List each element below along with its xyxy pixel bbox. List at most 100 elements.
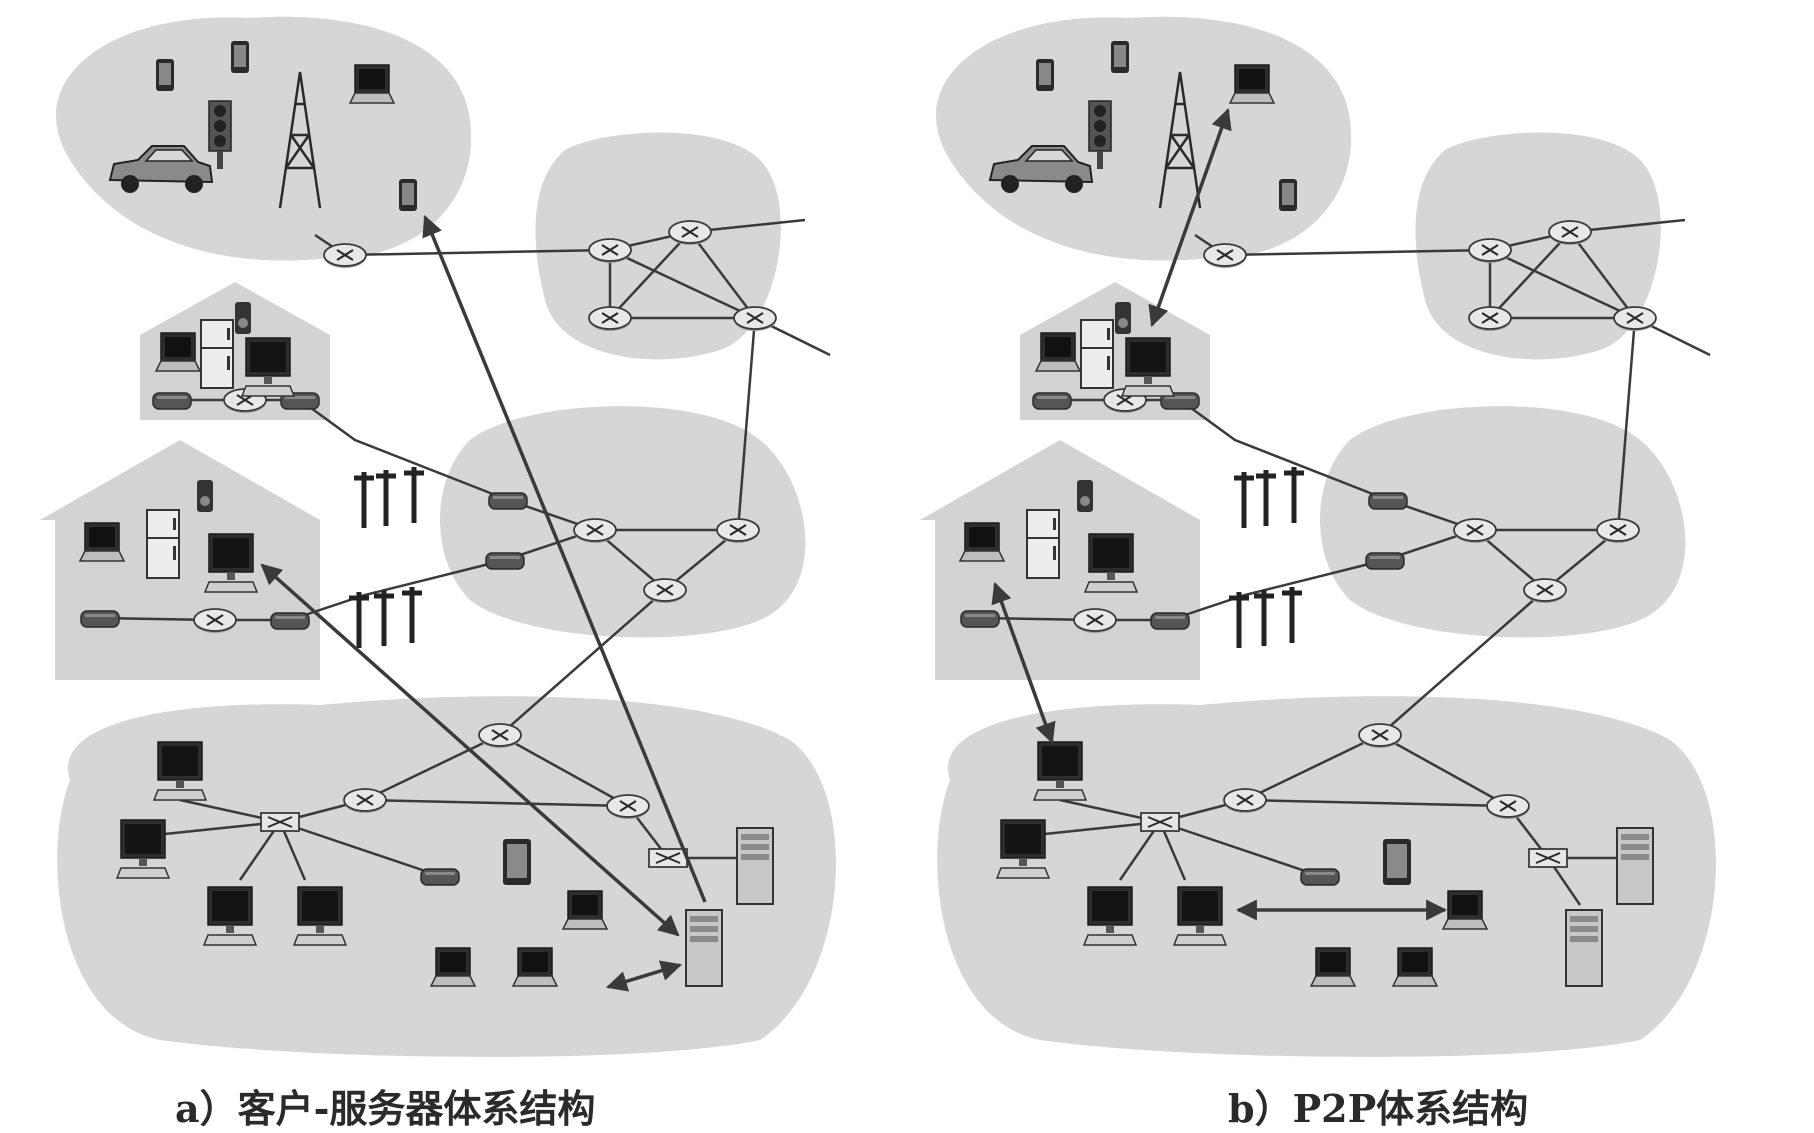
laptop-icon <box>349 64 395 104</box>
laptop-icon <box>562 890 608 930</box>
p2p-architecture <box>920 16 1716 1057</box>
router-icon <box>1612 305 1658 333</box>
router-icon <box>1222 787 1268 815</box>
laptop-icon <box>430 947 476 987</box>
router-icon <box>1547 219 1593 247</box>
switch-icon <box>260 812 300 832</box>
smartphone-icon <box>231 41 249 73</box>
smart-fridge-icon <box>200 319 234 389</box>
modem-icon <box>152 392 192 410</box>
laptop-icon <box>512 947 558 987</box>
router-icon <box>587 305 633 333</box>
peer-to-peer-arrows <box>991 108 1448 921</box>
smartphone-icon <box>1279 179 1297 211</box>
router-icon <box>477 722 523 750</box>
server-icon <box>736 827 774 905</box>
desktop-icon <box>996 819 1050 879</box>
utility-pole <box>374 590 394 646</box>
utility-pole <box>1234 472 1254 528</box>
desktop-icon <box>293 886 347 946</box>
desktop-icon <box>1083 886 1137 946</box>
client-server-architecture <box>40 16 836 1057</box>
utility-pole <box>354 472 374 528</box>
utility-pole <box>402 587 422 643</box>
switch-icon <box>1140 812 1180 832</box>
modem-icon <box>488 492 528 510</box>
smartphone-icon <box>1036 59 1054 91</box>
smartphone-icon <box>156 59 174 91</box>
laptop-icon <box>155 332 201 372</box>
caption-p2p: b）P2P体系结构 <box>1228 1086 1529 1131</box>
router-icon <box>1357 722 1403 750</box>
thermostat-icon <box>1077 480 1093 512</box>
desktop-icon <box>153 741 207 801</box>
tablet-icon <box>503 839 531 885</box>
laptop-icon <box>1392 947 1438 987</box>
router-icon <box>1467 305 1513 333</box>
utility-pole <box>404 467 424 523</box>
wireless-ap-icon <box>420 868 460 886</box>
smart-fridge-icon <box>1026 509 1060 579</box>
switch-icon <box>1528 848 1568 868</box>
utility-pole <box>1256 470 1276 526</box>
modem-icon <box>1365 552 1405 570</box>
client-server-arrows <box>260 215 707 992</box>
desktop-icon <box>1121 337 1175 397</box>
modem-icon <box>270 612 310 630</box>
wireless-ap-icon <box>1300 868 1340 886</box>
laptop-icon <box>1442 890 1488 930</box>
utility-pole <box>1229 592 1249 648</box>
tablet-icon <box>1383 839 1411 885</box>
router-icon <box>732 305 778 333</box>
modem-icon <box>1032 392 1072 410</box>
router-icon <box>1595 517 1641 545</box>
desktop-icon <box>1084 533 1138 593</box>
smart-fridge-icon <box>1080 319 1114 389</box>
laptop-icon <box>1035 332 1081 372</box>
home-router-icon <box>192 607 238 635</box>
router-icon <box>642 577 688 605</box>
smartphone-icon <box>1111 41 1129 73</box>
regional-isp-cloud <box>1320 406 1686 638</box>
utility-pole <box>1254 590 1274 646</box>
router-icon <box>605 793 651 821</box>
router-icon <box>572 517 618 545</box>
switch-icon <box>648 848 688 868</box>
desktop-icon <box>241 337 295 397</box>
laptop-icon <box>1310 947 1356 987</box>
server-icon <box>685 909 723 987</box>
home-router-icon <box>1072 607 1118 635</box>
laptop-icon <box>79 522 125 562</box>
router-icon <box>1452 517 1498 545</box>
smart-fridge-icon <box>146 509 180 579</box>
utility-pole <box>349 592 369 648</box>
smartphone-icon <box>399 179 417 211</box>
router-icon <box>342 787 388 815</box>
modem-icon <box>485 552 525 570</box>
thermostat-icon <box>235 302 251 334</box>
thermostat-icon <box>1115 302 1131 334</box>
laptop-icon <box>959 522 1005 562</box>
modem-icon <box>80 610 120 628</box>
modem-icon <box>1368 492 1408 510</box>
router-icon <box>1467 237 1513 265</box>
modem-icon <box>1150 612 1190 630</box>
modem-icon <box>960 610 1000 628</box>
caption-client-server: a）客户-服务器体系结构 <box>175 1086 596 1131</box>
server-icon <box>1565 909 1603 987</box>
router-icon <box>1522 577 1568 605</box>
utility-pole <box>1282 587 1302 643</box>
wireless-network-cloud <box>936 16 1352 261</box>
wireless-network-cloud <box>56 16 472 261</box>
desktop-icon <box>203 886 257 946</box>
router-icon <box>322 242 368 270</box>
laptop-icon <box>1229 64 1275 104</box>
desktop-icon <box>116 819 170 879</box>
thermostat-icon <box>197 480 213 512</box>
server-icon <box>1616 827 1654 905</box>
desktop-icon <box>1173 886 1227 946</box>
router-icon <box>667 219 713 247</box>
utility-pole <box>376 470 396 526</box>
router-icon <box>715 517 761 545</box>
